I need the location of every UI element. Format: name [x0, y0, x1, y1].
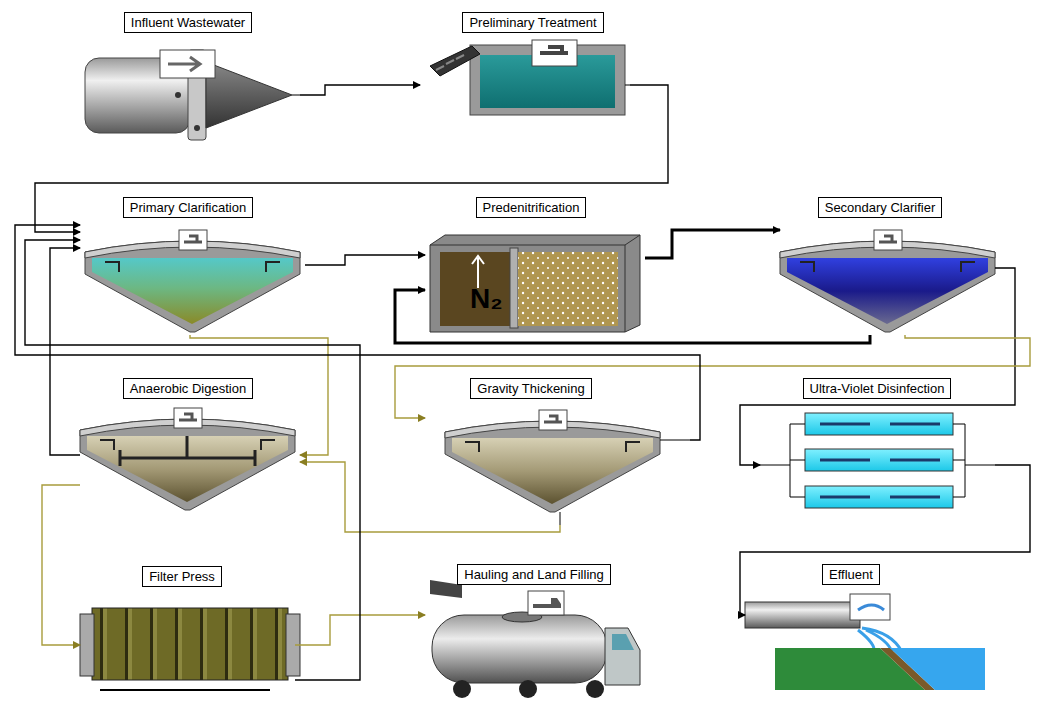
unit-title: Effluent [822, 564, 880, 585]
flow-line [25, 240, 360, 680]
process-unit: Hauling and Land Filling [425, 561, 640, 700]
process-unit: Predenitrification [425, 195, 645, 332]
unit-title: Predenitrification [476, 197, 587, 218]
flow-line [305, 255, 425, 265]
flow-line [15, 225, 700, 440]
influent-pipe [85, 50, 300, 140]
process-unit: Anaerobic Digestion [80, 376, 300, 510]
process-unit: Ultra-Violet Disinfection [760, 376, 995, 525]
secondary-clarifier [780, 230, 995, 332]
process-unit: Filter Press [80, 563, 295, 690]
unit-title: Ultra-Violet Disinfection [803, 378, 952, 399]
unit-title: Hauling and Land Filling [457, 564, 610, 585]
process-unit: Influent Wastewater [80, 10, 300, 130]
unit-title: Preliminary Treatment [462, 12, 603, 33]
sludge-line [42, 485, 80, 645]
gravity-thickener [445, 410, 690, 525]
primary-clarifier [85, 230, 300, 332]
anaerobic-digester [80, 408, 295, 510]
hauling-truck [430, 580, 640, 698]
gas-label: N₂ [470, 284, 503, 314]
flow-line [740, 465, 1030, 615]
predenitrification-tank [430, 235, 640, 332]
flow-line [300, 85, 420, 95]
flow-line [395, 290, 870, 343]
unit-title: Anaerobic Digestion [123, 378, 253, 399]
process-unit: Effluent [745, 561, 990, 695]
unit-title: Gravity Thickening [470, 378, 591, 399]
flow-line [50, 248, 80, 455]
unit-title: Primary Clarification [123, 197, 253, 218]
flow-line [645, 230, 780, 258]
preliminary-tank [430, 40, 630, 115]
unit-title: Filter Press [142, 566, 222, 587]
effluent-outfall [745, 594, 985, 690]
process-unit: Gravity Thickening [425, 376, 690, 525]
unit-title: Influent Wastewater [124, 12, 252, 33]
process-unit: Primary Clarification [80, 195, 305, 335]
uv-channels [760, 413, 995, 508]
sludge-line [300, 462, 560, 532]
filter-press [80, 608, 300, 690]
sludge-line [395, 335, 1030, 418]
flow-line [35, 85, 668, 232]
process-unit: Preliminary Treatment [420, 10, 630, 120]
unit-title: Secondary Clarifier [818, 197, 943, 218]
process-unit: Secondary Clarifier [780, 195, 995, 335]
